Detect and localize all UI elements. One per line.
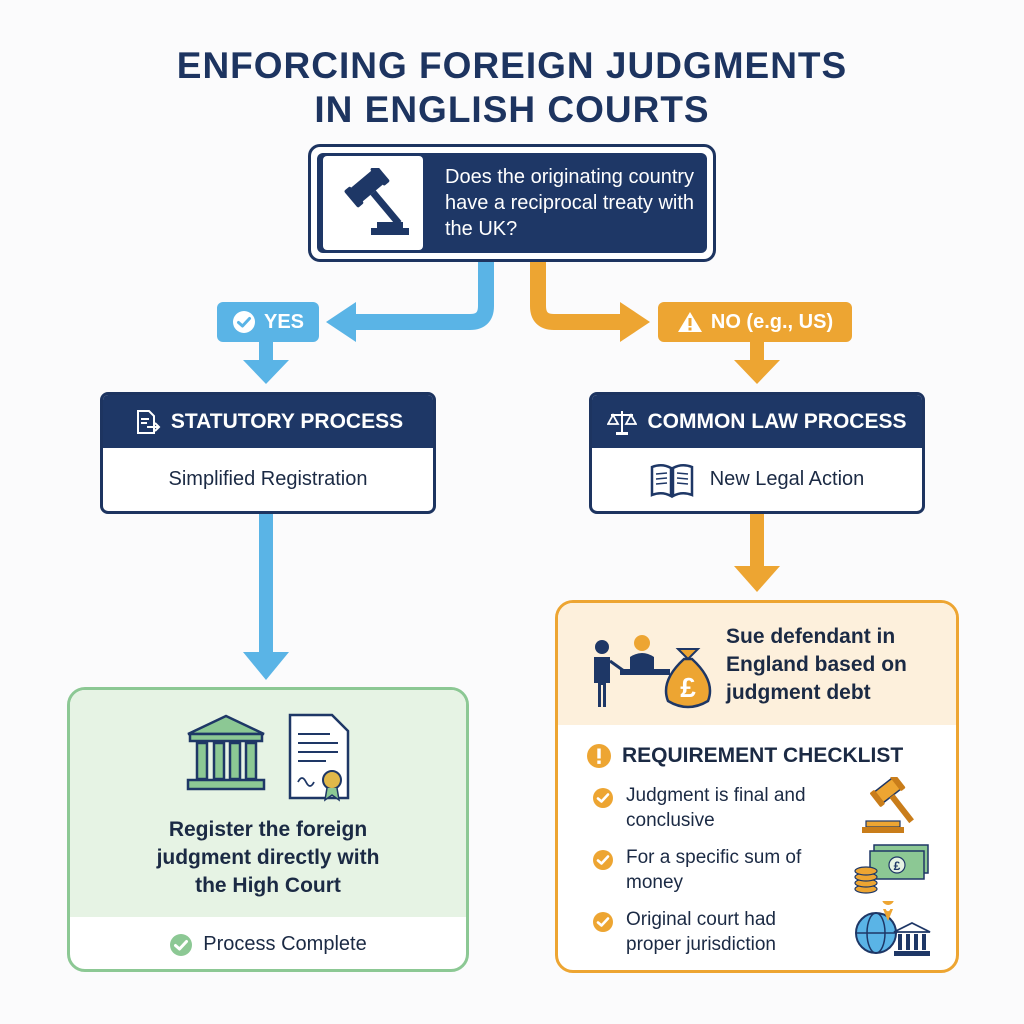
checklist-item: Original court had proper jurisdiction bbox=[592, 901, 932, 963]
arrowhead-to-register bbox=[243, 652, 289, 680]
connector-statutory-to-register bbox=[259, 514, 273, 654]
check-circle-icon bbox=[232, 311, 255, 333]
yes-badge: YES bbox=[217, 302, 319, 342]
statutory-body: Simplified Registration bbox=[103, 448, 433, 511]
arrowhead-to-sue bbox=[734, 566, 780, 592]
gavel-icon bbox=[344, 168, 409, 235]
statutory-heading: STATUTORY PROCESS bbox=[170, 409, 404, 433]
checklist-item-text: Judgment is final and conclusive bbox=[626, 785, 806, 831]
common-law-process-card: COMMON LAW PROCESS New Legal Action bbox=[589, 392, 925, 514]
gavel-icon bbox=[862, 777, 914, 833]
common-law-heading: COMMON LAW PROCESS bbox=[647, 409, 907, 433]
no-badge: NO (e.g., US) bbox=[658, 302, 852, 342]
exclamation-icon bbox=[587, 744, 611, 768]
question-icon-frame bbox=[323, 156, 423, 250]
register-text-content: Register the foreign judgment directly w… bbox=[156, 818, 380, 897]
check-circle-icon bbox=[593, 912, 613, 932]
checklist-heading: REQUIREMENT CHECKLIST bbox=[622, 744, 904, 767]
svg-text:£: £ bbox=[680, 672, 696, 703]
certificate-icon bbox=[288, 713, 350, 802]
register-text: Register the foreign judgment directly w… bbox=[70, 816, 466, 900]
yes-label: YES bbox=[263, 310, 305, 333]
connector-question-to-yes bbox=[355, 262, 494, 330]
title-line-2: IN ENGLISH COURTS bbox=[314, 89, 710, 130]
globe-courthouse-icon bbox=[855, 901, 931, 956]
checklist-item: Judgment is final and conclusive bbox=[592, 777, 932, 839]
checklist-header: REQUIREMENT CHECKLIST bbox=[586, 743, 903, 769]
diagram-title: ENFORCING FOREIGN JUDGMENTS IN ENGLISH C… bbox=[0, 44, 1024, 132]
question-text: Does the originating country have a reci… bbox=[445, 166, 695, 240]
common-law-header: COMMON LAW PROCESS bbox=[592, 395, 922, 448]
common-law-body: New Legal Action bbox=[592, 448, 922, 511]
checklist-item-text: Original court had proper jurisdiction bbox=[626, 909, 776, 955]
cash-coins-icon: £ bbox=[854, 844, 929, 894]
question-box: Does the originating country have a reci… bbox=[308, 144, 716, 262]
check-circle-icon bbox=[593, 850, 613, 870]
register-result-top: Register the foreign judgment directly w… bbox=[70, 690, 466, 917]
lawyer-figure-icon: £ bbox=[594, 635, 712, 709]
courthouse-icon bbox=[186, 714, 266, 791]
statutory-header: STATUTORY PROCESS bbox=[103, 395, 433, 448]
warning-icon bbox=[677, 312, 702, 332]
checklist-item: For a specific sum of money £ bbox=[592, 844, 932, 901]
svg-text:£: £ bbox=[894, 859, 901, 873]
connector-common-law-to-sue bbox=[750, 514, 764, 568]
process-complete-label: Process Complete bbox=[203, 933, 367, 955]
arrowhead-to-statutory bbox=[243, 360, 289, 384]
process-complete-row: Process Complete bbox=[70, 917, 466, 969]
open-book-icon bbox=[650, 463, 693, 498]
register-result-card: Register the foreign judgment directly w… bbox=[67, 687, 469, 972]
register-icons bbox=[70, 712, 466, 802]
document-arrow-icon bbox=[136, 409, 161, 434]
checklist-item-text: For a specific sum of money bbox=[626, 847, 802, 893]
connector-question-to-no bbox=[530, 262, 620, 330]
arrowhead-to-common-law bbox=[734, 360, 780, 384]
check-circle-icon bbox=[593, 788, 613, 808]
connector-no-down bbox=[750, 342, 764, 362]
pound-money-bag-icon: £ bbox=[664, 648, 712, 709]
sue-defendant-card: £ Sue defendant in England based on judg… bbox=[555, 600, 959, 973]
check-circle-icon bbox=[170, 933, 193, 956]
question-inner: Does the originating country have a reci… bbox=[317, 153, 707, 253]
statutory-body-text: Simplified Registration bbox=[168, 468, 368, 490]
no-label: NO (e.g., US) bbox=[710, 310, 834, 333]
title-line-1: ENFORCING FOREIGN JUDGMENTS bbox=[176, 45, 848, 86]
common-law-body-text: New Legal Action bbox=[709, 468, 865, 490]
statutory-process-card: STATUTORY PROCESS Simplified Registratio… bbox=[100, 392, 436, 514]
connector-yes-down bbox=[259, 342, 273, 362]
scales-icon bbox=[607, 410, 638, 435]
arrowhead-to-no bbox=[620, 302, 650, 342]
sue-top: £ Sue defendant in England based on judg… bbox=[558, 603, 956, 725]
arrowhead-to-yes bbox=[326, 302, 356, 342]
sue-text: Sue defendant in England based on judgme… bbox=[726, 625, 907, 704]
